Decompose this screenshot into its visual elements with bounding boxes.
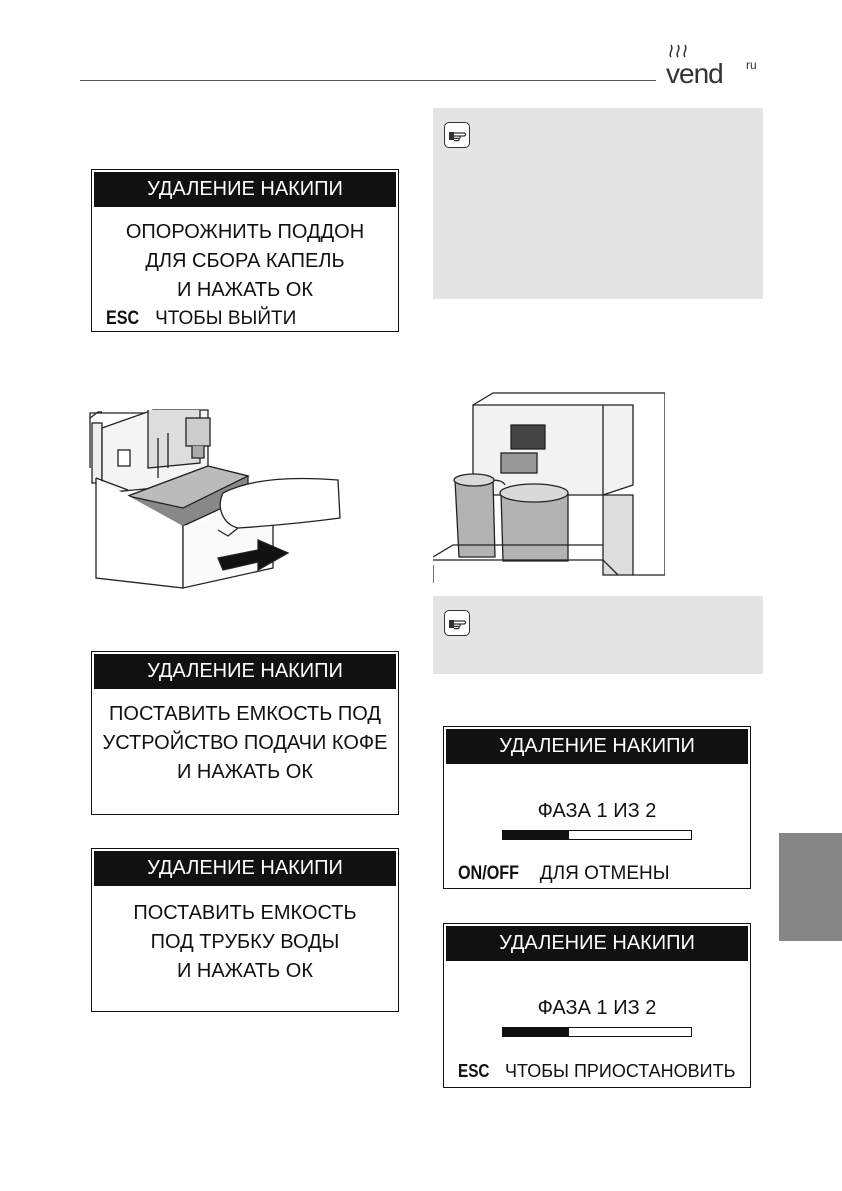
panel-line: И НАЖАТЬ ОК [176,279,314,301]
containers-under-outlets-illustration [432,385,666,583]
phase-text-wrap: ФАЗА 1 ИЗ 2 [444,797,750,826]
panel-line: ПОД ТРУБКУ ВОДЫ [150,931,340,953]
footer-text: ЧТОБЫ ВЫЙТИ [155,308,297,329]
pointing-hand-icon [444,610,470,636]
phase-text: ФАЗА 1 ИЗ 2 [537,997,657,1019]
panel-line: УСТРОЙСТВО ПОДАЧИ КОФЕ [102,732,388,754]
panel-title: УДАЛЕНИЕ НАКИПИ [94,172,396,207]
onoff-key-label: ON/OFF [458,863,520,884]
progress-fill [503,831,569,839]
note-box-middle [433,596,763,674]
esc-key-label: ESC [106,308,140,329]
display-panel-container-coffee: УДАЛЕНИЕ НАКИПИ ПОСТАВИТЬ ЕМКОСТЬ ПОД УС… [91,651,399,815]
panel-line: И НАЖАТЬ ОК [176,761,314,783]
panel-line: ДЛЯ СБОРА КАПЕЛЬ [145,250,345,272]
header-rule [80,80,656,81]
display-panel-phase-pause: УДАЛЕНИЕ НАКИПИ ФАЗА 1 ИЗ 2 ESC ЧТОБЫ ПРИ… [443,923,751,1088]
panel-line: ПОСТАВИТЬ ЕМКОСТЬ [133,902,357,924]
logo-text: vend [666,58,724,89]
panel-footer: ESC ЧТОБЫ ПРИОСТАНОВИТЬ [458,1061,735,1082]
panel-line: ПОСТАВИТЬ ЕМКОСТЬ ПОД [109,703,381,725]
panel-title: УДАЛЕНИЕ НАКИПИ [446,729,748,764]
panel-message: ОПОРОЖНИТЬ ПОДДОН ДЛЯ СБОРА КАПЕЛЬ И НАЖ… [92,218,398,305]
panel-footer: ESC ЧТОБЫ ВЫЙТИ [106,308,296,330]
panel-title: УДАЛЕНИЕ НАКИПИ [94,851,396,886]
pointing-hand-icon [444,122,470,148]
drip-tray-insert-illustration [88,408,358,592]
display-panel-empty-tray: УДАЛЕНИЕ НАКИПИ ОПОРОЖНИТЬ ПОДДОН ДЛЯ СБ… [91,169,399,332]
footer-text: ЧТОБЫ ПРИОСТАНОВИТЬ [505,1061,736,1081]
panel-title: УДАЛЕНИЕ НАКИПИ [94,654,396,689]
panel-line: И НАЖАТЬ ОК [176,960,314,982]
display-panel-phase-cancel: УДАЛЕНИЕ НАКИПИ ФАЗА 1 ИЗ 2 ON/OFF ДЛЯ ОТ… [443,726,751,889]
progress-bar [502,830,692,840]
panel-footer: ON/OFF ДЛЯ ОТМЕНЫ [458,863,670,885]
display-panel-container-water: УДАЛЕНИЕ НАКИПИ ПОСТАВИТЬ ЕМКОСТЬ ПОД ТР… [91,848,399,1012]
esc-key-label: ESC [458,1061,490,1081]
footer-text: ДЛЯ ОТМЕНЫ [539,863,670,884]
steam-icon [668,44,690,61]
panel-title: УДАЛЕНИЕ НАКИПИ [446,926,748,961]
panel-message: ПОСТАВИТЬ ЕМКОСТЬ ПОД УСТРОЙСТВО ПОДАЧИ … [92,700,398,787]
phase-text-wrap: ФАЗА 1 ИЗ 2 [444,994,750,1023]
note-box-top [433,108,763,299]
vend-logo: vend ru [666,44,776,90]
progress-bar [502,1027,692,1037]
phase-text: ФАЗА 1 ИЗ 2 [537,800,657,822]
progress-fill [503,1028,569,1036]
logo-superscript: ru [746,58,757,72]
chapter-tab [779,833,842,941]
panel-message: ПОСТАВИТЬ ЕМКОСТЬ ПОД ТРУБКУ ВОДЫ И НАЖА… [92,899,398,986]
panel-line: ОПОРОЖНИТЬ ПОДДОН [125,221,365,243]
